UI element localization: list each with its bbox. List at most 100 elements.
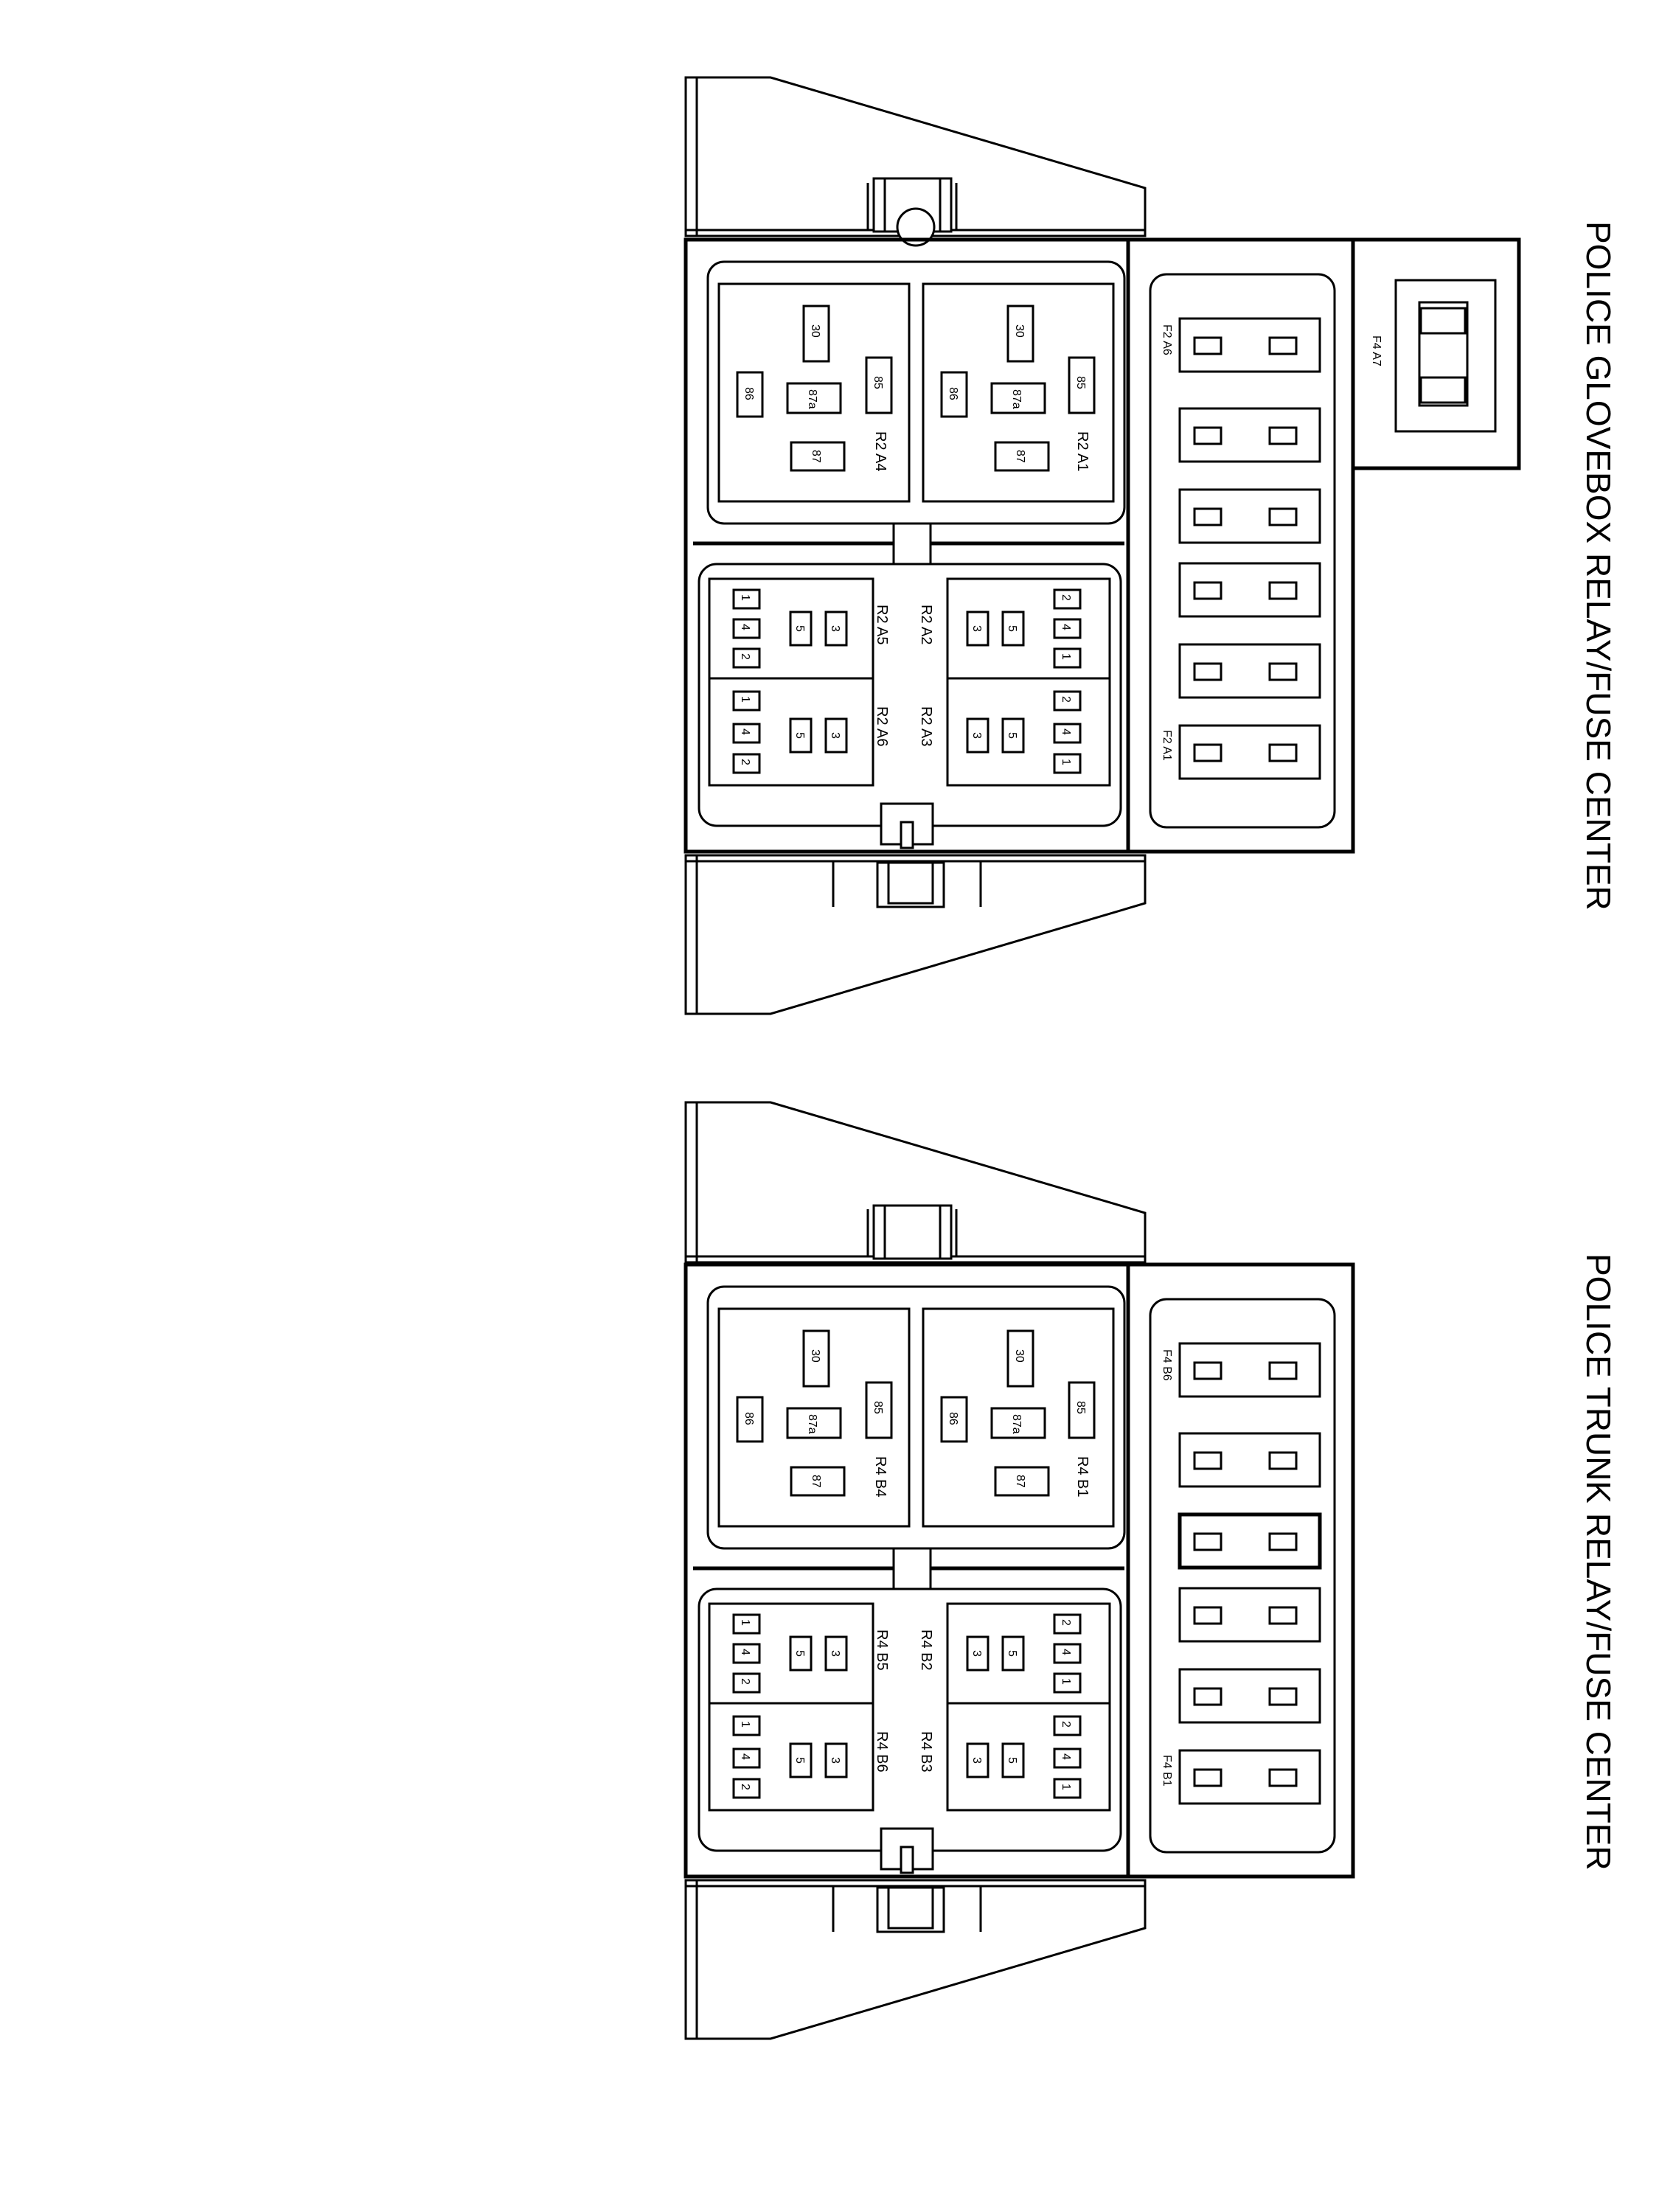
pin-label: 2 (739, 1678, 751, 1685)
pin-label: 87 (1014, 1475, 1026, 1488)
pin-label: 3 (970, 1650, 983, 1657)
fuse-slot (1178, 562, 1321, 618)
fuse-slot (1178, 407, 1321, 463)
pin-label: 30 (809, 324, 821, 338)
pin-label: 3 (829, 1650, 841, 1657)
pin-label: 5 (793, 625, 806, 632)
pin-label: 4 (739, 728, 751, 735)
pin-label: 30 (1013, 324, 1026, 338)
pin-label: 2 (739, 1784, 751, 1790)
pin-label: 2 (739, 759, 751, 765)
pin-label: 3 (829, 732, 841, 739)
glovebox-housing (684, 237, 1355, 854)
glovebox-last-fuse-label: F2 A1 (1161, 730, 1173, 761)
pin-label: 30 (1013, 1349, 1026, 1363)
trunk-first-fuse-label: F4 B6 (1161, 1349, 1173, 1381)
glovebox-top-flange (684, 76, 1147, 247)
fuse-slot (1178, 1749, 1321, 1805)
pin-label: 3 (970, 1757, 983, 1764)
relay-R2-A2: 3 5 2 4 1 R2 A2 (918, 577, 1111, 680)
fuse-slot (1178, 1512, 1322, 1570)
pin-label: 1 (739, 1619, 751, 1626)
pin-label: 86 (947, 1412, 959, 1425)
pin-label: 4 (739, 1753, 751, 1760)
pin-label: 2 (1060, 1619, 1072, 1626)
pin-label: 85 (1074, 1401, 1087, 1414)
fuse-slot (1178, 1432, 1321, 1488)
pin-label: 4 (1060, 1753, 1072, 1760)
relay-R2-A6: 5 3 1 4 2 R2 A6 (708, 677, 890, 787)
pin-label: 4 (739, 624, 751, 630)
pin-label: 2 (1060, 1721, 1072, 1728)
pin-label: 87a (806, 389, 818, 409)
pin-label: 2 (1060, 594, 1072, 601)
relay-label: R2 A2 (918, 605, 934, 644)
glovebox-extra-fuse-label: F4 A7 (1370, 335, 1382, 366)
relay-R4-B5: 5 3 1 4 2 R4 B5 (708, 1602, 890, 1705)
pin-label: 2 (1060, 696, 1072, 703)
pin-label: 1 (1060, 1678, 1072, 1685)
relay-label: R4 B5 (874, 1630, 890, 1671)
trunk-housing (684, 1262, 1355, 1879)
pin-label: 85 (872, 376, 884, 389)
pin-label: 1 (1060, 653, 1072, 660)
pin-label: 87 (810, 450, 822, 463)
pin-label: 87a (1010, 389, 1023, 409)
pin-label: 1 (739, 1721, 751, 1728)
relay-label: R4 B6 (874, 1731, 890, 1773)
pin-label: 5 (793, 1650, 806, 1657)
pin-label: 5 (1006, 625, 1018, 632)
pin-label: 87 (810, 1475, 822, 1488)
pin-label: 5 (1006, 732, 1018, 739)
relay-label: R4 B2 (918, 1630, 934, 1671)
relay-R2-A4: 30 86 87a 85 87 R2 A4 (717, 282, 911, 503)
pin-label: 1 (739, 594, 751, 601)
pin-label: 4 (1060, 1649, 1072, 1655)
pin-label: 4 (1060, 624, 1072, 630)
pin-label: 86 (742, 1412, 755, 1425)
glovebox-bottom-flange (684, 854, 1147, 1015)
relay-label: R4 B4 (872, 1456, 888, 1498)
relay-R4-B4: 30 86 87a 85 87 R4 B4 (717, 1307, 911, 1528)
relay-label: R2 A3 (918, 706, 934, 746)
pin-label: 87a (1010, 1414, 1023, 1434)
relay-label: R4 B3 (918, 1731, 934, 1773)
trunk-title: POLICE TRUNK RELAY/FUSE CENTER (1579, 1253, 1618, 1871)
glovebox-fuses (1178, 317, 1321, 780)
pin-label: 5 (1006, 1757, 1018, 1764)
pin-label: 85 (872, 1401, 884, 1414)
pin-label: 3 (970, 732, 983, 739)
fuse-slot (1178, 1342, 1321, 1398)
glovebox-panel: POLICE GLOVEBOX RELAY/FUSE CENTER F4 A7 (684, 76, 1618, 1015)
pin-label: 5 (793, 1757, 806, 1764)
pin-label: 1 (739, 696, 751, 703)
pin-label: 86 (947, 387, 959, 400)
relay-R4-B3: 3 5 2 4 1 R4 B3 (918, 1702, 1111, 1812)
trunk-fuses (1178, 1342, 1322, 1805)
relay-label: R2 A1 (1074, 431, 1091, 471)
trunk-bottom-flange (684, 1879, 1147, 2040)
pin-label: 3 (829, 625, 841, 632)
relay-R4-B6: 5 3 1 4 2 R4 B6 (708, 1702, 890, 1812)
pin-label: 5 (793, 732, 806, 739)
trunk-panel: POLICE TRUNK RELAY/FUSE CENTER 30 86 87a (684, 1101, 1618, 2040)
pin-label: 4 (739, 1649, 751, 1655)
relay-R2-A5: 5 3 1 4 2 R2 A5 (708, 577, 890, 680)
relay-label: R2 A4 (872, 431, 888, 471)
relay-R4-B1: 30 86 87a 85 87 R4 B1 (922, 1307, 1115, 1528)
fuse-slot (1178, 1668, 1321, 1724)
relay-R4-B2: 3 5 2 4 1 R4 B2 (918, 1602, 1111, 1705)
fuse-slot (1178, 724, 1321, 780)
pin-label: 87a (806, 1414, 818, 1434)
pin-label: 3 (970, 625, 983, 632)
glovebox-extra-fuse-box: F4 A7 (1351, 237, 1521, 470)
relay-R2-A3: 3 5 2 4 1 R2 A3 (918, 677, 1111, 787)
pin-label: 2 (739, 653, 751, 660)
pin-label: 4 (1060, 728, 1072, 735)
glovebox-first-fuse-label: F2 A6 (1161, 324, 1173, 355)
relay-R2-A1: 30 86 87a 85 87 R2 A1 (922, 282, 1115, 503)
pin-label: 85 (1074, 376, 1087, 389)
relay-label: R2 A6 (874, 706, 890, 746)
pin-label: 86 (742, 387, 755, 400)
